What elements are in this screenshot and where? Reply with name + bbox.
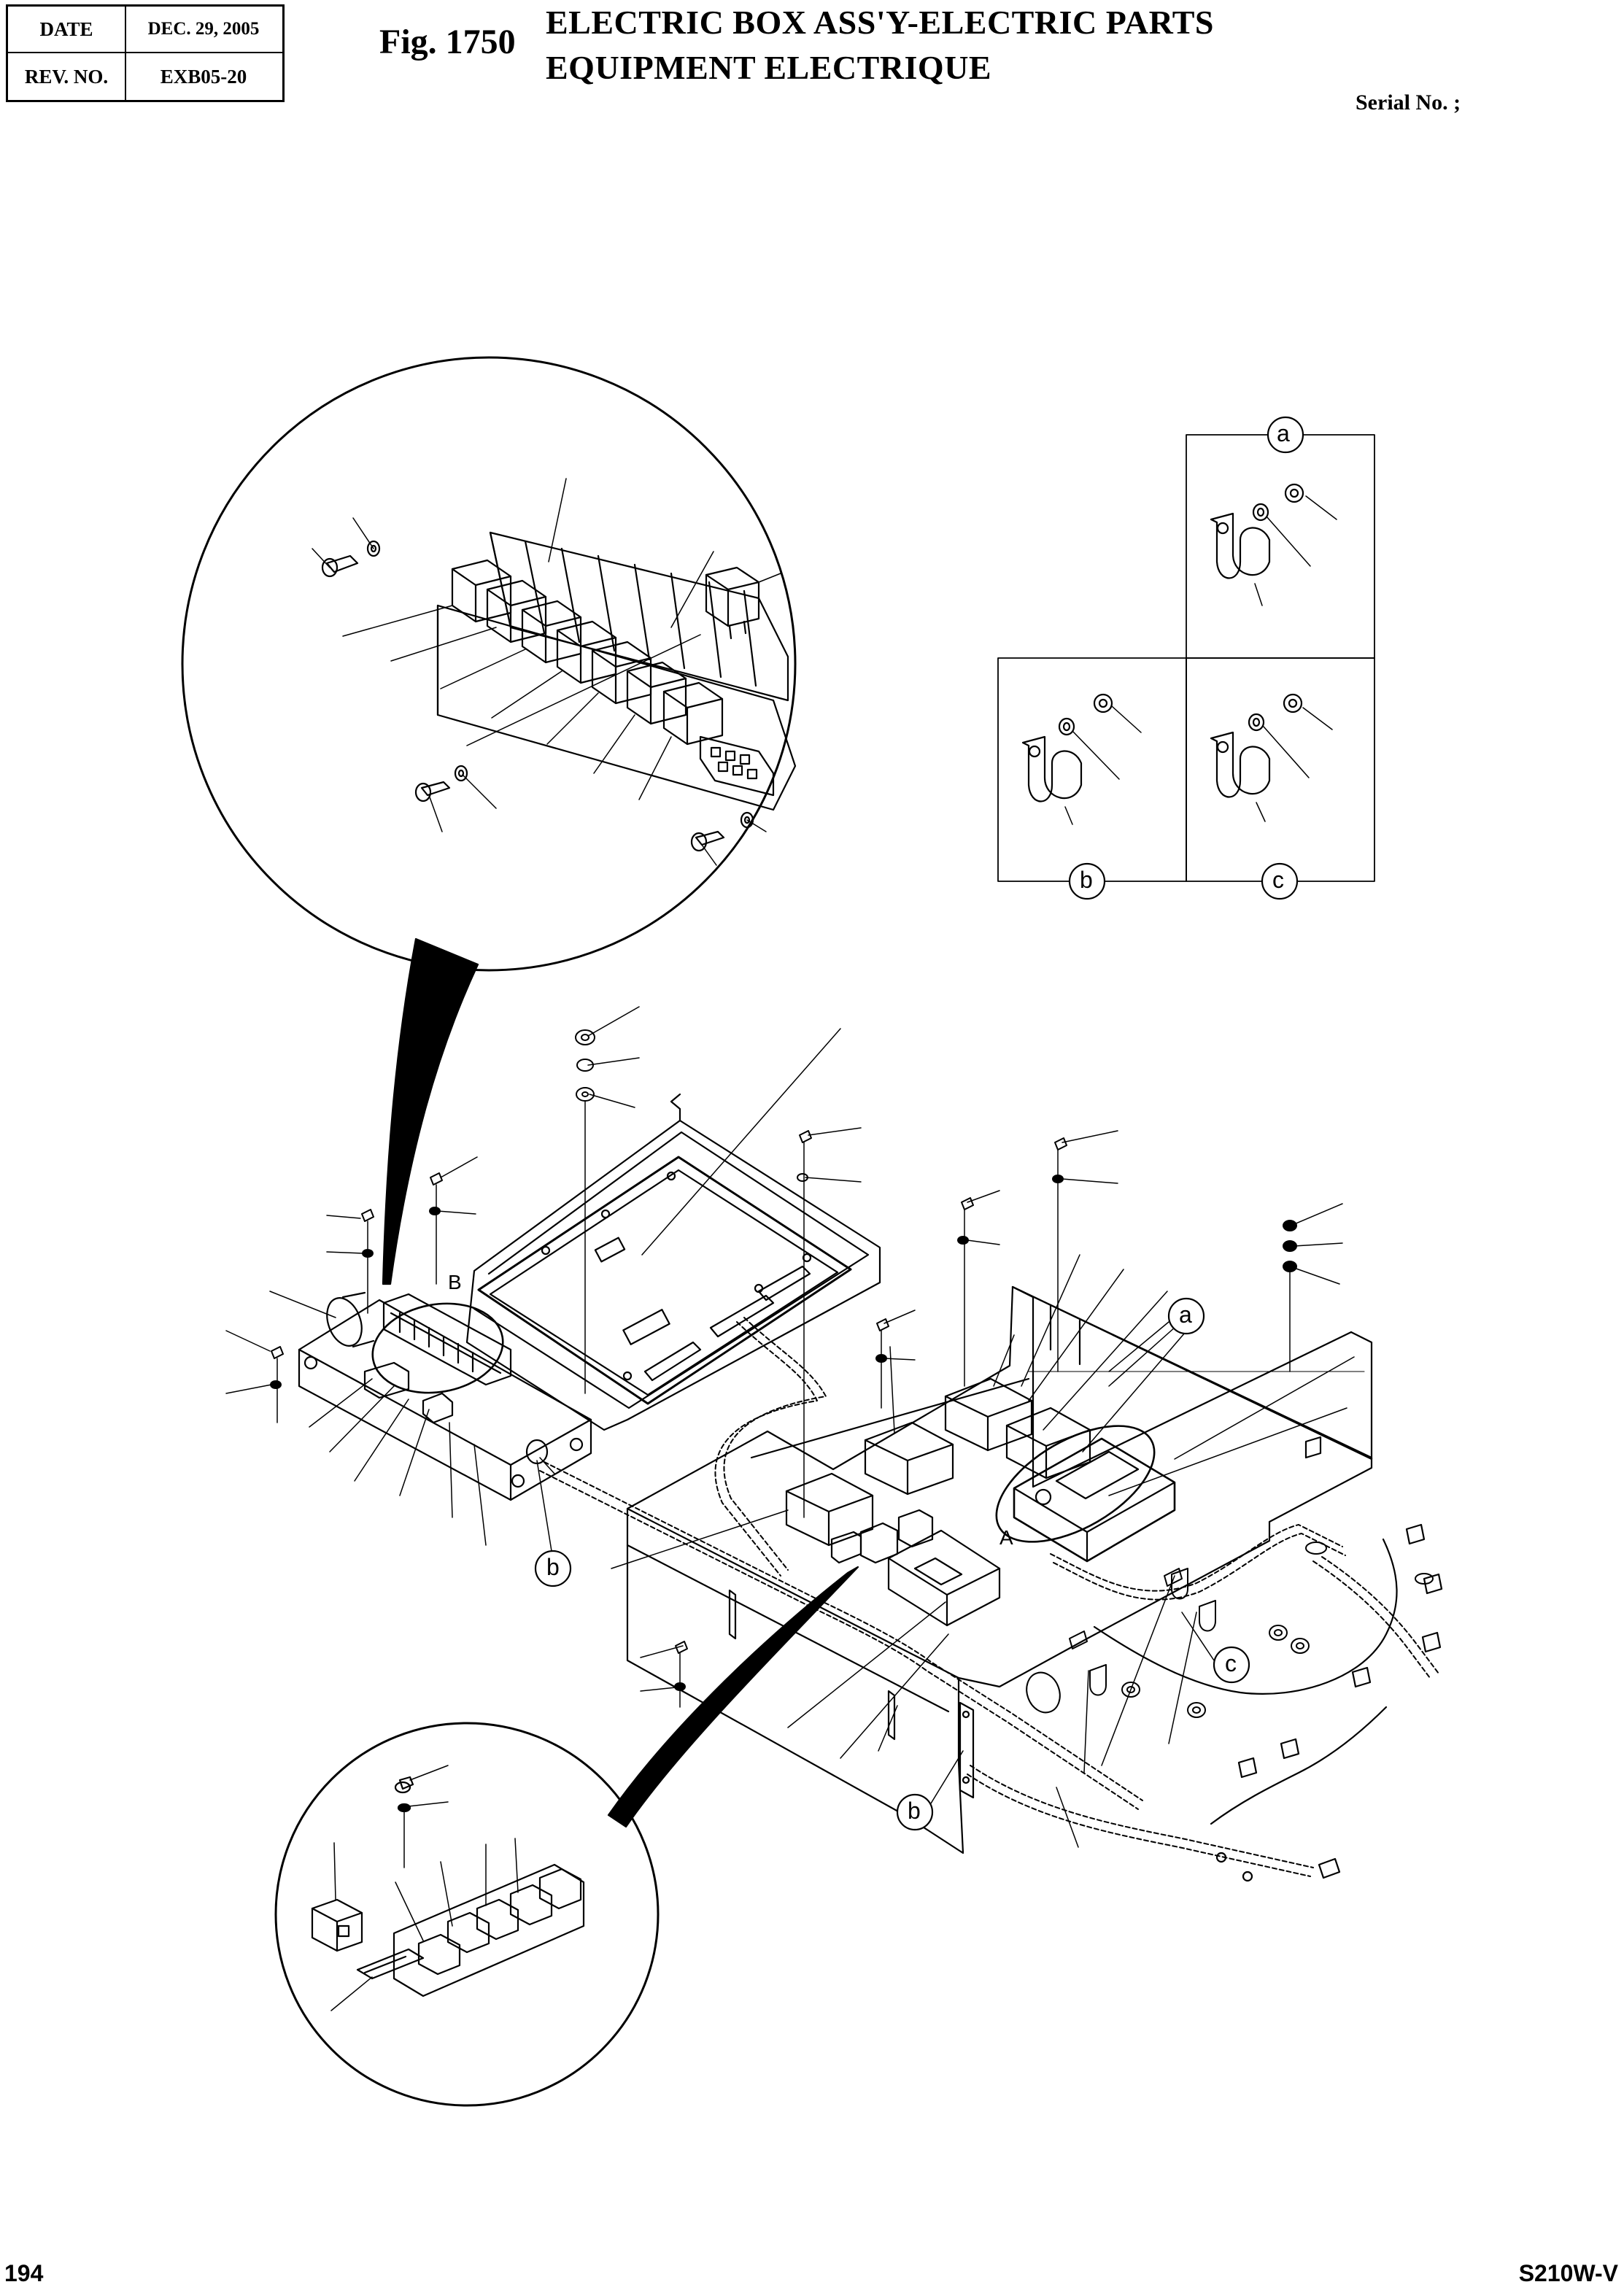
ref-b-label-box: b (1080, 867, 1093, 893)
model-number: S210W-V (1518, 2260, 1618, 2286)
detail-a-marker: A (999, 1526, 1013, 1549)
ref-a-label-main: a (1179, 1301, 1192, 1328)
ref-a-label-box: a (1277, 420, 1290, 446)
table-divider-horizontal (8, 52, 282, 53)
rev-value: EXB05-20 (160, 65, 247, 88)
page-number: 194 (4, 2260, 44, 2286)
figure-title-en: ELECTRIC BOX ASS'Y-ELECTRIC PARTS (546, 4, 1214, 41)
ref-c-label-main: c (1225, 1650, 1237, 1676)
detail-b-marker: B (448, 1271, 462, 1293)
rev-label: REV. NO. (24, 65, 109, 88)
figure-number: Fig. 1750 (379, 23, 516, 61)
detail-b-relay-block (312, 478, 797, 866)
ref-b-label-main: b (546, 1554, 560, 1580)
header-table: DATE DEC. 29, 2005 REV. NO. EXB05-20 (6, 4, 285, 102)
date-label: DATE (39, 18, 93, 40)
table-divider-vertical (125, 7, 126, 100)
clamp-detail-boxes (997, 416, 1375, 900)
ref-b-label-lower: b (908, 1798, 921, 1824)
date-value: DEC. 29, 2005 (147, 19, 260, 39)
figure-title-fr: EQUIPMENT ELECTRIQUE (546, 49, 992, 86)
serial-number-label: Serial No. ; (1356, 90, 1461, 115)
ref-c-label-box: c (1272, 867, 1284, 893)
detail-a-circle (274, 1722, 660, 2107)
detail-b-circle (181, 356, 797, 1285)
main-assembly (225, 1006, 1443, 1882)
